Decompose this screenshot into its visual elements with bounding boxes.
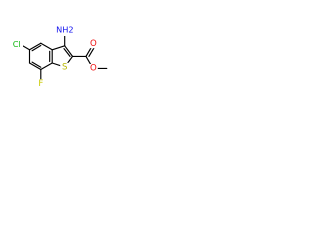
chlorine-label: Cl <box>13 39 21 49</box>
fluorine-label: F <box>38 79 43 89</box>
sulfur-mask <box>60 62 70 72</box>
atom-mask-layer <box>10 23 98 88</box>
bond-c3a-c3 <box>51 45 66 51</box>
bond-c3-c2 <box>64 45 74 57</box>
chlorine-mask <box>10 39 23 49</box>
bond-double-c4-c5-inner <box>31 44 42 52</box>
bond-c3a-c4 <box>40 42 53 51</box>
sulfur-label: S <box>62 62 67 72</box>
ester-oxygen-mask <box>89 64 98 73</box>
bond-c4-c5 <box>28 42 42 51</box>
carbonyl-oxygen-label: O <box>90 39 97 49</box>
bond-double-c6-c7-inner <box>31 61 42 68</box>
amino-mask <box>57 23 73 36</box>
ester-oxygen-label: O <box>90 63 97 73</box>
bond-c6-c7 <box>28 62 42 71</box>
bond-double-c3-c2-inner <box>63 48 71 57</box>
atom-label-layer: F Cl S NH2 O O <box>13 25 97 89</box>
fluorine-mask <box>36 79 46 88</box>
chemical-structure-diagram: F Cl S NH2 O O <box>10 23 108 89</box>
carbonyl-oxygen-mask <box>89 39 98 49</box>
bond-c7-c7a <box>40 62 53 71</box>
amino-label: NH2 <box>56 25 74 35</box>
